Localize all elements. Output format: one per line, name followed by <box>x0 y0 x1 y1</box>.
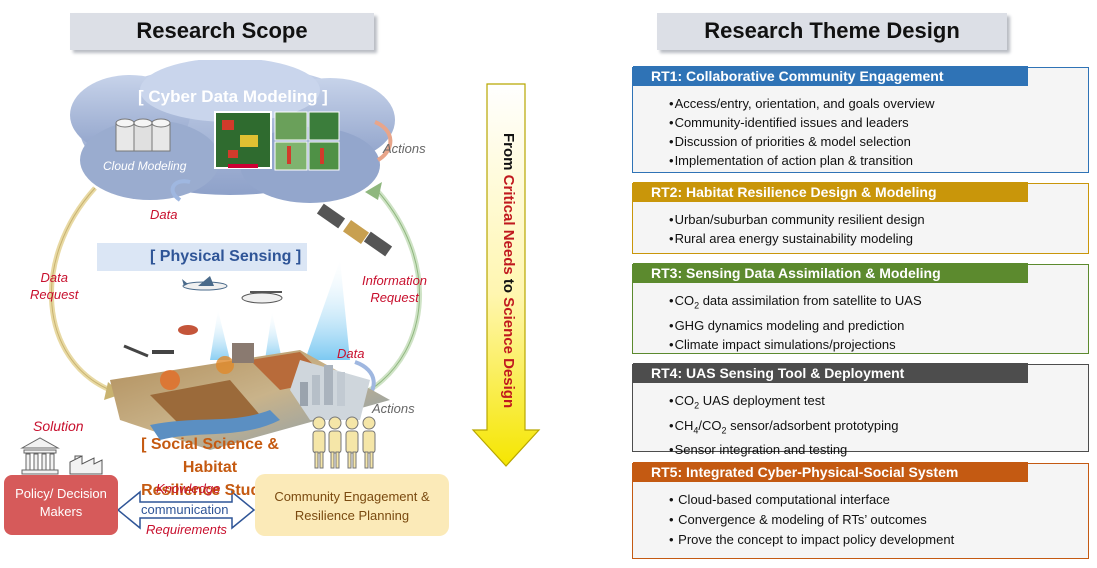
list-item: Prove the concept to impact policy devel… <box>669 530 954 550</box>
list-item: Convergence & modeling of RTs’ outcomes <box>669 510 954 530</box>
rt1-box: RT1: Collaborative Community Engagement … <box>632 66 1089 173</box>
community-line1: Community Engagement & <box>274 489 430 504</box>
rt5-box: RT5: Integrated Cyber-Physical-Social Sy… <box>632 462 1089 559</box>
list-item: Implementation of action plan & transiti… <box>669 151 934 170</box>
research-scope-header: Research Scope <box>70 13 374 50</box>
policy-makers-box: Policy/ Decision Makers <box>4 475 118 535</box>
database-icon <box>115 118 171 152</box>
information-request-line2: Request <box>370 290 419 305</box>
list-item: Access/entry, orientation, and goals ove… <box>669 94 935 113</box>
small-plane-icon <box>241 291 283 304</box>
cyber-data-modeling-title: [ Cyber Data Modeling ] <box>138 87 328 106</box>
model-visualization <box>214 111 340 171</box>
research-theme-header: Research Theme Design <box>657 13 1007 50</box>
list-item: Discussion of priorities & model selecti… <box>669 132 934 151</box>
rt2-box: RT2: Habitat Resilience Design & Modelin… <box>632 182 1089 254</box>
arrow-text-critical: Critical Needs <box>500 174 517 275</box>
list-item: GHG dynamics modeling and prediction <box>669 316 922 335</box>
arrow-text-from: From <box>500 133 517 175</box>
satellite-icon <box>316 203 393 257</box>
solution-label: Solution <box>33 418 84 434</box>
list-item: Cloud-based computational interface <box>669 490 954 510</box>
actions-bottom-label: Actions <box>372 401 415 416</box>
landscape <box>110 343 390 450</box>
rt5-title: RT5: Integrated Cyber-Physical-Social Sy… <box>633 462 1028 482</box>
community-box: Community Engagement & Resilience Planni… <box>255 474 449 536</box>
critical-needs-arrow <box>471 83 541 467</box>
requirements-label: Requirements <box>146 522 227 537</box>
policy-line2: Makers <box>39 504 83 519</box>
rt2-items: Urban/suburban community resilient desig… <box>669 210 925 248</box>
rt2-title: RT2: Habitat Resilience Design & Modelin… <box>633 182 1028 202</box>
scope-diagram <box>20 60 423 530</box>
list-item: Rural area energy sustainability modelin… <box>669 229 925 248</box>
rt4-title: RT4: UAS Sensing Tool & Deployment <box>633 363 1028 383</box>
drone-icon <box>123 344 174 358</box>
social-title-line1: [ Social Science & Habitat <box>141 436 279 476</box>
cloud-modeling-label: Cloud Modeling <box>103 159 187 173</box>
social-science-title: [ Social Science & Habitat Resilience St… <box>112 433 308 502</box>
list-item: Sensor integration and testing <box>669 440 899 459</box>
airplane-icon <box>182 276 228 291</box>
community-line2: Resilience Planning <box>294 508 410 523</box>
list-item: Climate impact simulations/projections <box>669 335 922 354</box>
list-item: CO2 UAS deployment test <box>669 391 899 416</box>
rt4-box: RT4: UAS Sensing Tool & Deployment CO2 U… <box>632 363 1089 457</box>
data-request-line2: Request <box>30 287 79 302</box>
data-mid-label: Data <box>337 346 365 361</box>
data-request-line1: Data <box>40 270 68 285</box>
arrow-text-to: to <box>500 274 517 298</box>
list-item: CO2 data assimilation from satellite to … <box>669 291 922 316</box>
list-item: Community-identified issues and leaders <box>669 113 934 132</box>
list-item: Urban/suburban community resilient desig… <box>669 210 925 229</box>
communication-label: communication <box>141 502 229 517</box>
rt4-items: CO2 UAS deployment test CH4/CO2 sensor/a… <box>669 391 899 459</box>
communication-arrow <box>116 490 256 530</box>
courthouse-icon <box>20 437 60 475</box>
rt1-items: Access/entry, orientation, and goals ove… <box>669 94 935 170</box>
blimp-icon <box>178 325 198 335</box>
arrow-text-science: Science Design <box>500 297 517 409</box>
rt3-title: RT3: Sensing Data Assimilation & Modelin… <box>633 263 1028 283</box>
data-request-label: Data Request <box>30 269 78 303</box>
list-item: CH4/CO2 sensor/adsorbent prototyping <box>669 416 899 441</box>
rt3-items: CO2 data assimilation from satellite to … <box>669 291 922 354</box>
information-request-label: Information Request <box>362 272 427 306</box>
actions-top-label: Actions <box>383 141 426 156</box>
knowledge-label: Knowledge <box>156 481 221 496</box>
people-icon <box>312 416 376 469</box>
data-top-label: Data <box>150 207 178 222</box>
rt1-title: RT1: Collaborative Community Engagement <box>633 66 1028 86</box>
arrow-text: From Critical Needs to Science Design <box>495 133 517 433</box>
factory-icon <box>69 455 103 475</box>
rt3-box: RT3: Sensing Data Assimilation & Modelin… <box>632 263 1089 354</box>
rt5-items: Cloud-based computational interface Conv… <box>669 490 954 550</box>
physical-sensing-title: [ Physical Sensing ] <box>150 248 302 265</box>
social-title-line2: Resilience Study ] <box>141 482 279 499</box>
information-request-line1: Information <box>362 273 428 288</box>
policy-line1: Policy/ Decision <box>15 486 107 501</box>
